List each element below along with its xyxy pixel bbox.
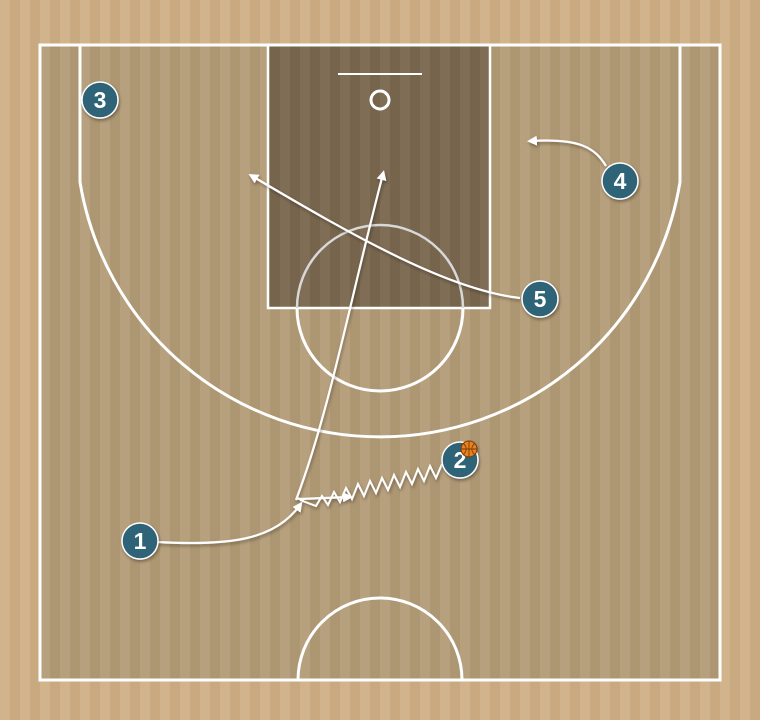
action-lines xyxy=(156,135,607,545)
dribble-arrow-stub xyxy=(299,492,353,503)
court-boundary xyxy=(38,43,722,682)
free-throw-circle-lower xyxy=(295,307,465,393)
player-5[interactable]: 5 xyxy=(521,280,559,318)
cut-path-4 xyxy=(527,135,607,167)
free-throw-circle-upper xyxy=(295,223,465,309)
dribble-handoff-mark xyxy=(295,496,305,502)
three-point-line xyxy=(78,45,682,439)
player-1[interactable]: 1 xyxy=(121,522,159,560)
player-2[interactable]: 2 xyxy=(441,440,479,479)
players: 1 2 3 4 5 xyxy=(81,81,639,560)
hoop xyxy=(369,89,391,111)
player-4-marker xyxy=(601,162,639,200)
player-4-label: 4 xyxy=(614,168,627,194)
basketball-icon xyxy=(460,440,478,458)
player-3-marker xyxy=(81,81,119,119)
cut-path-5 xyxy=(248,173,521,300)
paint-key xyxy=(266,43,492,310)
player-3-label: 3 xyxy=(94,87,107,113)
player-4[interactable]: 4 xyxy=(601,162,639,200)
dribble-path-2 xyxy=(299,463,443,508)
player-1-label: 1 xyxy=(134,528,147,554)
cut-path-1-to-top xyxy=(156,501,303,545)
player-3[interactable]: 3 xyxy=(81,81,119,119)
player-5-label: 5 xyxy=(534,286,547,312)
player-5-marker xyxy=(521,280,559,318)
court-lines xyxy=(38,43,722,682)
player-1-marker xyxy=(121,522,159,560)
center-circle xyxy=(296,596,464,681)
cut-path-1-to-basket xyxy=(294,170,387,501)
